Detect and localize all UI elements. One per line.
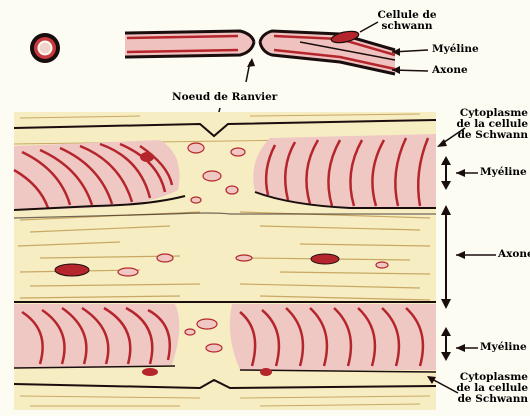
label-schwann-cell-line2: schwann	[374, 21, 440, 32]
cross-section-icon	[30, 33, 60, 63]
label-cytoplasm-bottom-line3: de Schwann	[446, 394, 528, 405]
label-schwann-cell: Cellule de schwann	[374, 10, 440, 32]
label-node-of-ranvier: Noeud de Ranvier	[172, 92, 277, 103]
label-myelin-right-bottom: Myéline	[480, 342, 527, 353]
label-axon-top: Axone	[432, 65, 468, 76]
longitudinal-section	[14, 112, 436, 410]
label-axon-right: Axone	[498, 249, 530, 260]
label-cytoplasm-top: Cytoplasme de la cellule de Schwann	[446, 108, 528, 141]
label-cytoplasm-top-line3: de Schwann	[446, 130, 528, 141]
label-myelin-right-top: Myéline	[480, 167, 527, 178]
label-myelin-top: Myéline	[432, 44, 479, 55]
label-cytoplasm-bottom: Cytoplasme de la cellule de Schwann	[446, 372, 528, 405]
